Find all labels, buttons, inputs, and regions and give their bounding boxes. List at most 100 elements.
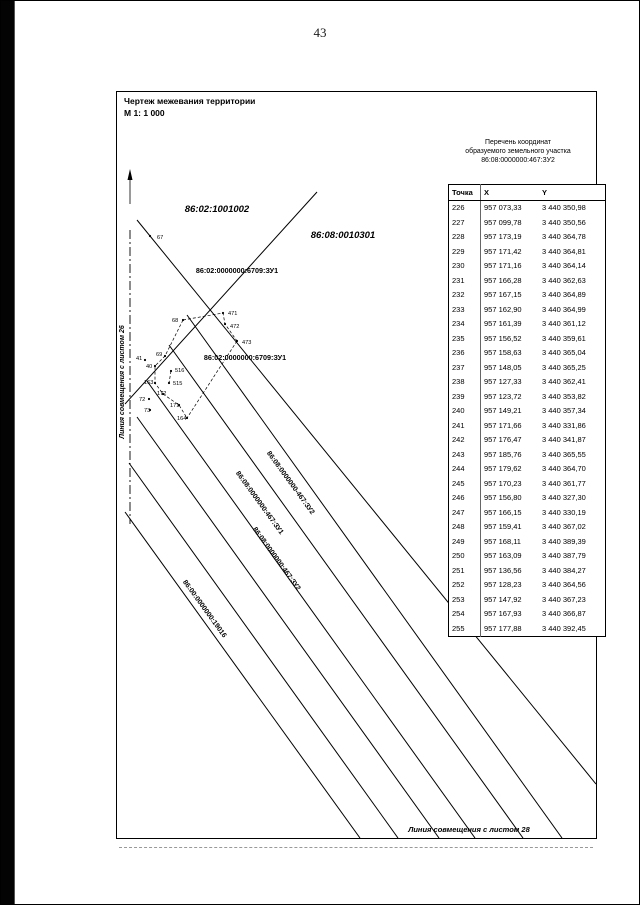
table-cell: 3 440 365,04 bbox=[542, 348, 586, 357]
table-cell: 957 179,62 bbox=[484, 464, 522, 473]
boundary-line bbox=[128, 462, 399, 838]
table-cell: 3 440 353,82 bbox=[542, 391, 586, 401]
table-cell: 957 168,11 bbox=[484, 536, 521, 546]
table-cell: 3 440 359,61 bbox=[542, 333, 586, 343]
point-label: 69 bbox=[156, 352, 162, 358]
table-cell: 255 bbox=[448, 621, 481, 637]
table-cell: 957 148,05 bbox=[484, 362, 522, 372]
table-cell: 3 440 331,86 bbox=[542, 420, 586, 430]
table-cell: 246 bbox=[448, 491, 481, 506]
table-cell: 238 bbox=[448, 375, 481, 390]
table-cell: 957 123,72 bbox=[484, 391, 522, 401]
table-cell: 3 440 330,19 bbox=[542, 507, 586, 517]
north-arrow-icon bbox=[127, 169, 133, 204]
point-label: 472 bbox=[230, 324, 239, 330]
point-label: 41 bbox=[136, 356, 142, 362]
drawing-title: Чертеж межевания территории bbox=[124, 96, 256, 106]
table-cell: 3 440 362,41 bbox=[542, 377, 586, 386]
table-cell: 957 156,52 bbox=[484, 333, 522, 343]
table-cell: 3 440 392,45 bbox=[542, 623, 586, 633]
table-cell: 243 bbox=[448, 447, 481, 462]
table-cell: 957 185,76 bbox=[484, 449, 522, 459]
title-block: Чертеж межевания территории М 1: 1 000 bbox=[124, 96, 255, 120]
point-label: 515 bbox=[173, 381, 182, 387]
parcel-cluster-dashed bbox=[154, 312, 238, 419]
table-cell: 248 bbox=[448, 520, 481, 535]
parcel-strip-label: 86:00:0000000:19016 bbox=[181, 579, 227, 639]
table-cell: 3 440 357,34 bbox=[542, 406, 586, 415]
boundary-line bbox=[124, 511, 361, 838]
point-label: 164 bbox=[177, 416, 186, 422]
point-label: 516 bbox=[175, 368, 184, 374]
page-number: 43 bbox=[313, 25, 327, 40]
table-cell: 242 bbox=[448, 433, 481, 448]
table-cell: 226 bbox=[448, 200, 481, 216]
point-label: 72 bbox=[139, 397, 145, 403]
column-header-point: Точка bbox=[448, 184, 481, 201]
table-cell: 3 440 364,70 bbox=[542, 464, 586, 473]
table-cell: 3 440 327,30 bbox=[542, 493, 586, 502]
table-cell: 957 167,15 bbox=[484, 290, 522, 299]
table-cell: 245 bbox=[448, 476, 481, 491]
table-cell: 957 171,66 bbox=[484, 420, 522, 430]
table-cell: 957 127,33 bbox=[484, 377, 522, 386]
point-label: 68 bbox=[172, 318, 178, 324]
table-cell: 3 440 364,78 bbox=[542, 232, 586, 241]
table-cell: 249 bbox=[448, 534, 481, 549]
table-cell: 957 099,78 bbox=[484, 217, 522, 227]
table-cell: 3 440 389,39 bbox=[542, 536, 586, 546]
table-cell: 250 bbox=[448, 549, 481, 564]
table-cell: 957 170,23 bbox=[484, 478, 522, 488]
column-header-y: Y bbox=[539, 184, 606, 201]
table-cell: 957 158,63 bbox=[484, 348, 522, 357]
table-cell: 3 440 361,12 bbox=[542, 319, 586, 328]
table-cell: 3 440 365,55 bbox=[542, 449, 586, 459]
coord-title-line: Перечень координат bbox=[485, 139, 551, 146]
table-cell: 957 156,80 bbox=[484, 493, 522, 502]
boundary-lines bbox=[124, 191, 596, 838]
table-cell: 3 440 350,98 bbox=[542, 203, 586, 212]
table-cell: 3 440 362,63 bbox=[542, 275, 586, 285]
boundary-line bbox=[168, 344, 524, 838]
table-cell: 957 147,92 bbox=[484, 594, 522, 604]
table-cell: 3 440 367,02 bbox=[542, 522, 586, 531]
table-cell: 230 bbox=[448, 259, 481, 274]
table-cell: 240 bbox=[448, 404, 481, 419]
parcel-label: 86:02:0000000:6709:ЗУ1 bbox=[204, 353, 286, 362]
table-cell: 3 440 341,87 bbox=[542, 435, 586, 444]
table-cell: 3 440 364,14 bbox=[542, 261, 586, 270]
table-cell: 957 176,47 bbox=[484, 435, 522, 444]
point-label: 473 bbox=[242, 340, 251, 346]
cadastral-quarter-label: 86:08:0010301 bbox=[311, 230, 375, 241]
point-markers bbox=[143, 234, 239, 420]
table-cell: 957 161,39 bbox=[484, 319, 522, 328]
table-cell: 253 bbox=[448, 592, 481, 607]
table-cell: 3 440 364,56 bbox=[542, 580, 586, 589]
table-cell: 957 149,21 bbox=[484, 406, 522, 415]
seam-left-label: Линия совмещения с листом 26 bbox=[119, 325, 126, 440]
point-label: 73 bbox=[144, 408, 150, 414]
table-cell: 957 163,09 bbox=[484, 551, 522, 560]
coord-title-line: образуемого земельного участка bbox=[465, 148, 571, 156]
table-cell: 957 177,88 bbox=[484, 623, 522, 633]
boundary-line bbox=[146, 380, 476, 838]
coordinate-table-head: Точка X Y bbox=[448, 184, 606, 201]
table-cell: 228 bbox=[448, 230, 481, 245]
point-label: 471 bbox=[228, 311, 237, 317]
boundary-line bbox=[186, 314, 563, 838]
column-header-x: X bbox=[480, 184, 539, 201]
table-cell: 957 162,90 bbox=[484, 304, 522, 314]
